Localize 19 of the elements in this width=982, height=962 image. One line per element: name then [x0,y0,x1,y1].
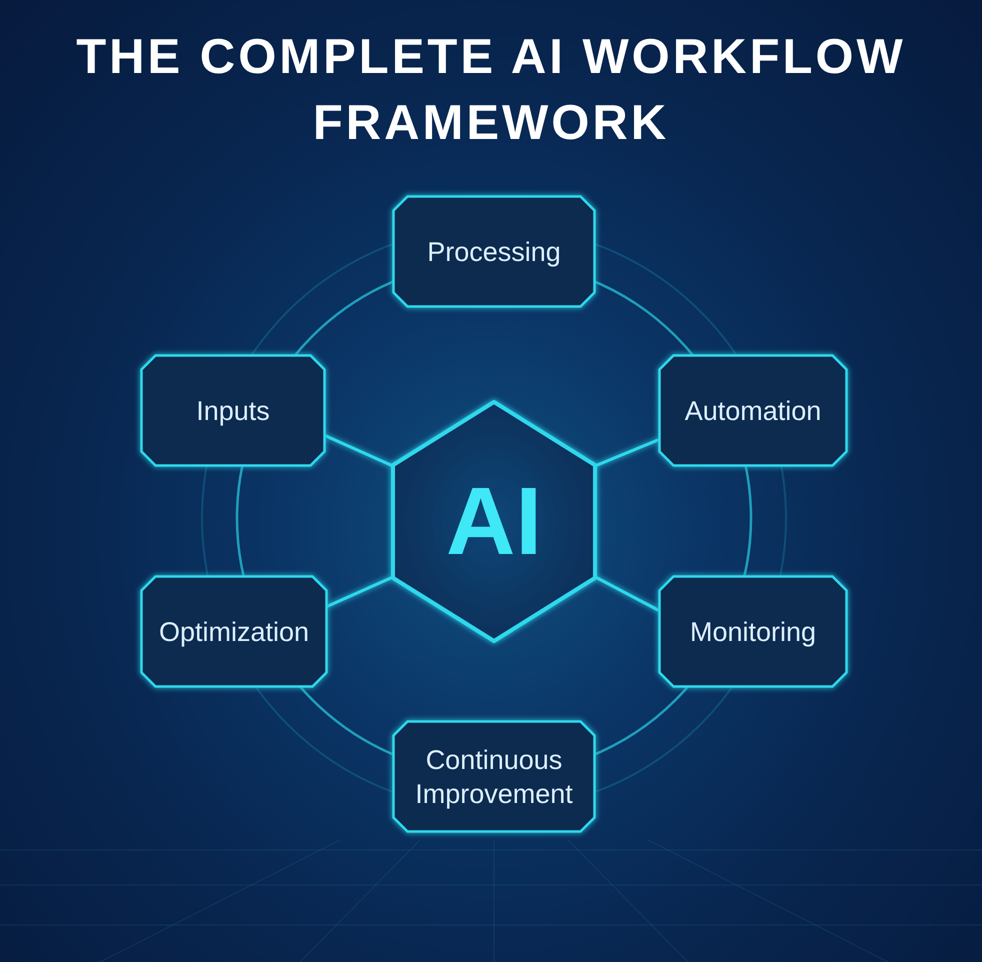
box-label: Monitoring [688,616,818,648]
connector-line [596,438,660,467]
process-box [392,720,596,833]
box-label: Inputs [195,394,271,428]
connector-line [324,434,392,467]
process-box [392,195,596,308]
hexagon-node [391,400,597,643]
process-box [658,575,848,688]
connector-line [326,576,392,608]
box-label: Optimization [158,616,310,648]
process-box [140,575,328,688]
process-box [658,354,848,467]
connector-line [596,576,660,612]
box-label: Continuous Improvement [414,744,574,810]
hexagon-label: AI [446,474,542,570]
box-label: Automation [684,394,822,428]
process-box [140,354,326,467]
box-label: Processing [426,236,562,268]
title: THE COMPLETE AI WORKFLOW FRAMEWORK [75,29,907,152]
